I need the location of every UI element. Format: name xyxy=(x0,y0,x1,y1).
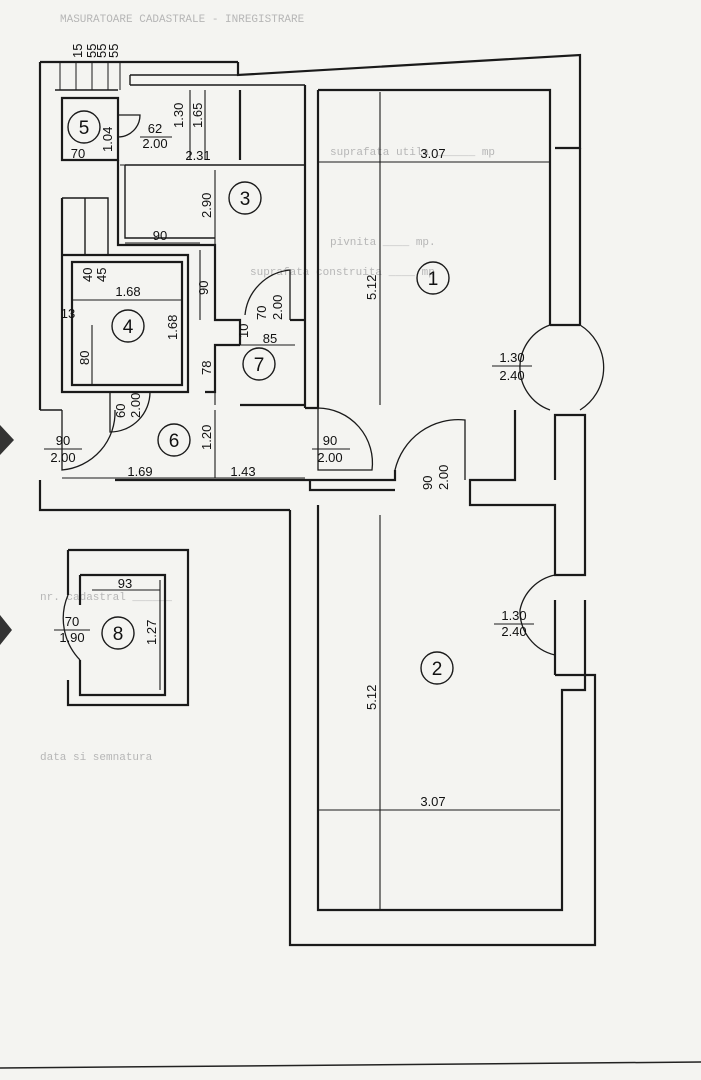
bg-text-line: suprafata construita ____ mp xyxy=(250,267,435,279)
room-5-number: 5 xyxy=(79,118,90,139)
dim-label: 3.07 xyxy=(420,146,445,161)
dimension-lines xyxy=(62,90,560,910)
dim-label: 90 xyxy=(153,228,167,243)
dim-label: 5.12 xyxy=(364,275,379,300)
dim-label: 90 xyxy=(196,281,211,295)
dim-label: 90 xyxy=(323,433,337,448)
room-1-number: 1 xyxy=(428,269,439,290)
doors xyxy=(40,114,605,661)
dim-label: 70 xyxy=(254,306,269,320)
margin-arrow-mark xyxy=(0,425,14,455)
dim-label: 1.04 xyxy=(100,127,115,152)
dim-label: 1.27 xyxy=(144,620,159,645)
margin-arrow-mark xyxy=(0,615,12,645)
dim-label: 2.00 xyxy=(436,465,451,490)
dim-label: 2.40 xyxy=(501,624,526,639)
dim-label: 1.43 xyxy=(230,464,255,479)
dim-label: 15 xyxy=(70,44,85,58)
dim-label: 2.00 xyxy=(317,450,342,465)
dim-label: 78 xyxy=(199,361,214,375)
room-4-number: 4 xyxy=(123,317,134,338)
room-3-number: 3 xyxy=(240,189,251,210)
bg-text-line: nr. cadastral ______ xyxy=(40,592,172,604)
dim-label: 2.40 xyxy=(499,368,524,383)
room-circle xyxy=(101,616,135,650)
room-7-number: 7 xyxy=(254,355,265,376)
dim-label: 1.20 xyxy=(199,425,214,450)
dimension-labels: 15 55 55 55 1.04 70 62 2.00 1.30 1.65 2.… xyxy=(44,44,534,809)
room-6-number: 6 xyxy=(169,431,180,452)
room-circle xyxy=(67,110,101,144)
room-circle xyxy=(242,347,276,381)
dim-label: 1.90 xyxy=(59,630,84,645)
dim-label: 55 xyxy=(94,44,109,58)
room-circle xyxy=(228,181,262,215)
dim-label: 1.30 xyxy=(171,103,186,128)
dim-label: 2.00 xyxy=(50,450,75,465)
walls xyxy=(38,53,597,947)
bg-text-line: pivnita ____ mp. xyxy=(330,237,436,249)
room-circle xyxy=(157,423,191,457)
dim-label: 2.00 xyxy=(142,136,167,151)
dim-label: 2.00 xyxy=(128,393,143,418)
room-circle xyxy=(111,309,145,343)
bg-text-line: data si semnatura xyxy=(40,752,153,764)
dim-label: 55 xyxy=(84,44,99,58)
dim-label: 1.68 xyxy=(165,315,180,340)
room-8-number: 8 xyxy=(113,624,124,645)
room-2-number: 2 xyxy=(432,659,443,680)
room-circle xyxy=(416,261,450,295)
dim-label: 93 xyxy=(118,576,132,591)
dim-label: 1.68 xyxy=(115,284,140,299)
room-number-labels: 1 2 3 4 5 6 7 8 xyxy=(67,110,454,685)
dim-label: 13 xyxy=(61,306,75,321)
dim-label: 62 xyxy=(148,121,162,136)
dim-label: 2.31 xyxy=(185,148,210,163)
dim-label: 70 xyxy=(71,146,85,161)
dim-label: 55 xyxy=(106,44,121,58)
dim-label: 1.30 xyxy=(501,608,526,623)
dim-label: 10 xyxy=(236,324,251,338)
bg-text-line: MASURATOARE CADASTRALE - INREGISTRARE xyxy=(60,14,305,26)
dim-label: 90 xyxy=(420,476,435,490)
bg-text-line: suprafata utila ______ mp xyxy=(330,147,495,159)
dim-label: 40 xyxy=(80,268,95,282)
dim-label: 1.65 xyxy=(190,103,205,128)
dim-label: 2.90 xyxy=(199,193,214,218)
page-edge-line xyxy=(0,1061,701,1069)
background-document-text: MASURATOARE CADASTRALE - INREGISTRARE su… xyxy=(40,14,495,764)
dim-label: 90 xyxy=(56,433,70,448)
dim-label: 2.00 xyxy=(270,295,285,320)
dim-label: 1.30 xyxy=(499,350,524,365)
dim-label: 5.12 xyxy=(364,685,379,710)
dim-label: 1.69 xyxy=(127,464,152,479)
dim-label: 45 xyxy=(94,268,109,282)
dim-label: 70 xyxy=(65,614,79,629)
dim-label: 80 xyxy=(77,351,92,365)
room-circle xyxy=(420,651,454,685)
dim-label: 60 xyxy=(113,404,128,418)
dim-label: 85 xyxy=(263,331,277,346)
dim-label: 3.07 xyxy=(420,794,445,809)
